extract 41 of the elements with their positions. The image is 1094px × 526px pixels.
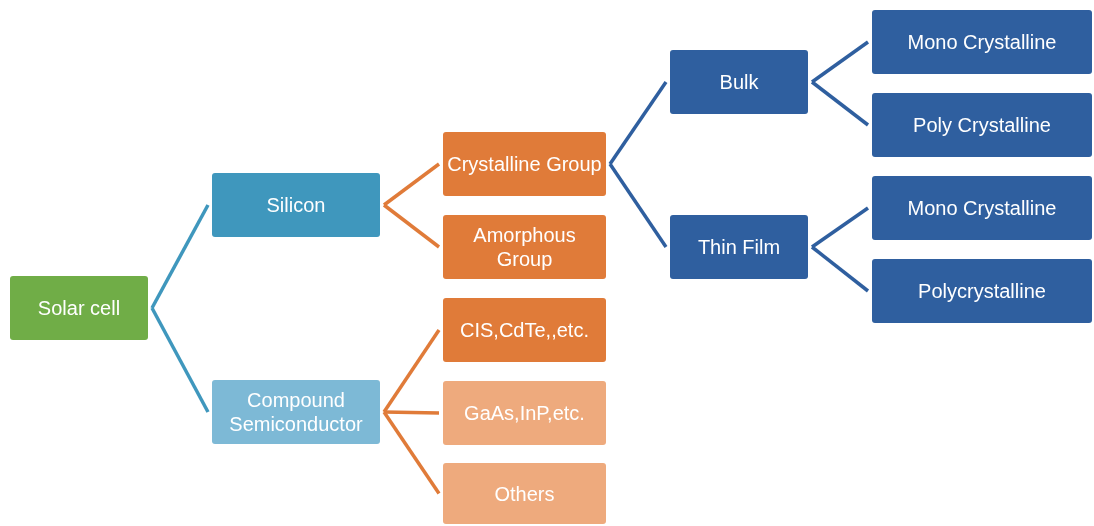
box-label: Polycrystalline (918, 279, 1046, 303)
connector-line (382, 329, 441, 413)
box-label: Solar cell (37, 296, 121, 320)
category-box (872, 176, 1092, 240)
box-label: Mono Crystalline (907, 30, 1057, 54)
connector-line (608, 163, 668, 248)
box-label: Thin Film (697, 235, 781, 259)
connector-line (608, 81, 668, 165)
connector-line (811, 40, 869, 84)
connector-line (383, 410, 440, 415)
category-box (443, 463, 606, 524)
box-label: CIS,CdTe,,etc. (460, 318, 589, 342)
connector-line (150, 204, 210, 309)
category-box (443, 381, 606, 445)
category-box (443, 215, 606, 279)
box-label: Mono Crystalline (907, 196, 1057, 220)
connector-line (811, 206, 869, 249)
connector-line (382, 411, 441, 495)
category-box (443, 298, 606, 362)
connector-line (382, 162, 441, 207)
box-label: Amorphous Group (472, 223, 577, 271)
box-label: Poly Crystalline (913, 113, 1051, 137)
category-box (670, 215, 808, 279)
box-label: Compound Semiconductor (228, 388, 364, 436)
category-box (10, 276, 148, 340)
box-label: GaAs,InP,etc. (464, 401, 585, 425)
category-box (212, 173, 380, 237)
box-label: Others (494, 481, 555, 506)
box-label: Crystalline Group (447, 152, 602, 176)
category-box (872, 10, 1092, 74)
connector-line (810, 245, 870, 293)
connector-line (810, 80, 870, 127)
box-label: Silicon (266, 193, 326, 217)
category-box (670, 50, 808, 114)
connector-line (150, 307, 210, 413)
category-box (212, 380, 380, 444)
category-box (872, 93, 1092, 157)
category-box (443, 132, 606, 196)
box-label: Bulk (719, 70, 759, 94)
connector-line (382, 203, 441, 249)
category-box (872, 259, 1092, 323)
